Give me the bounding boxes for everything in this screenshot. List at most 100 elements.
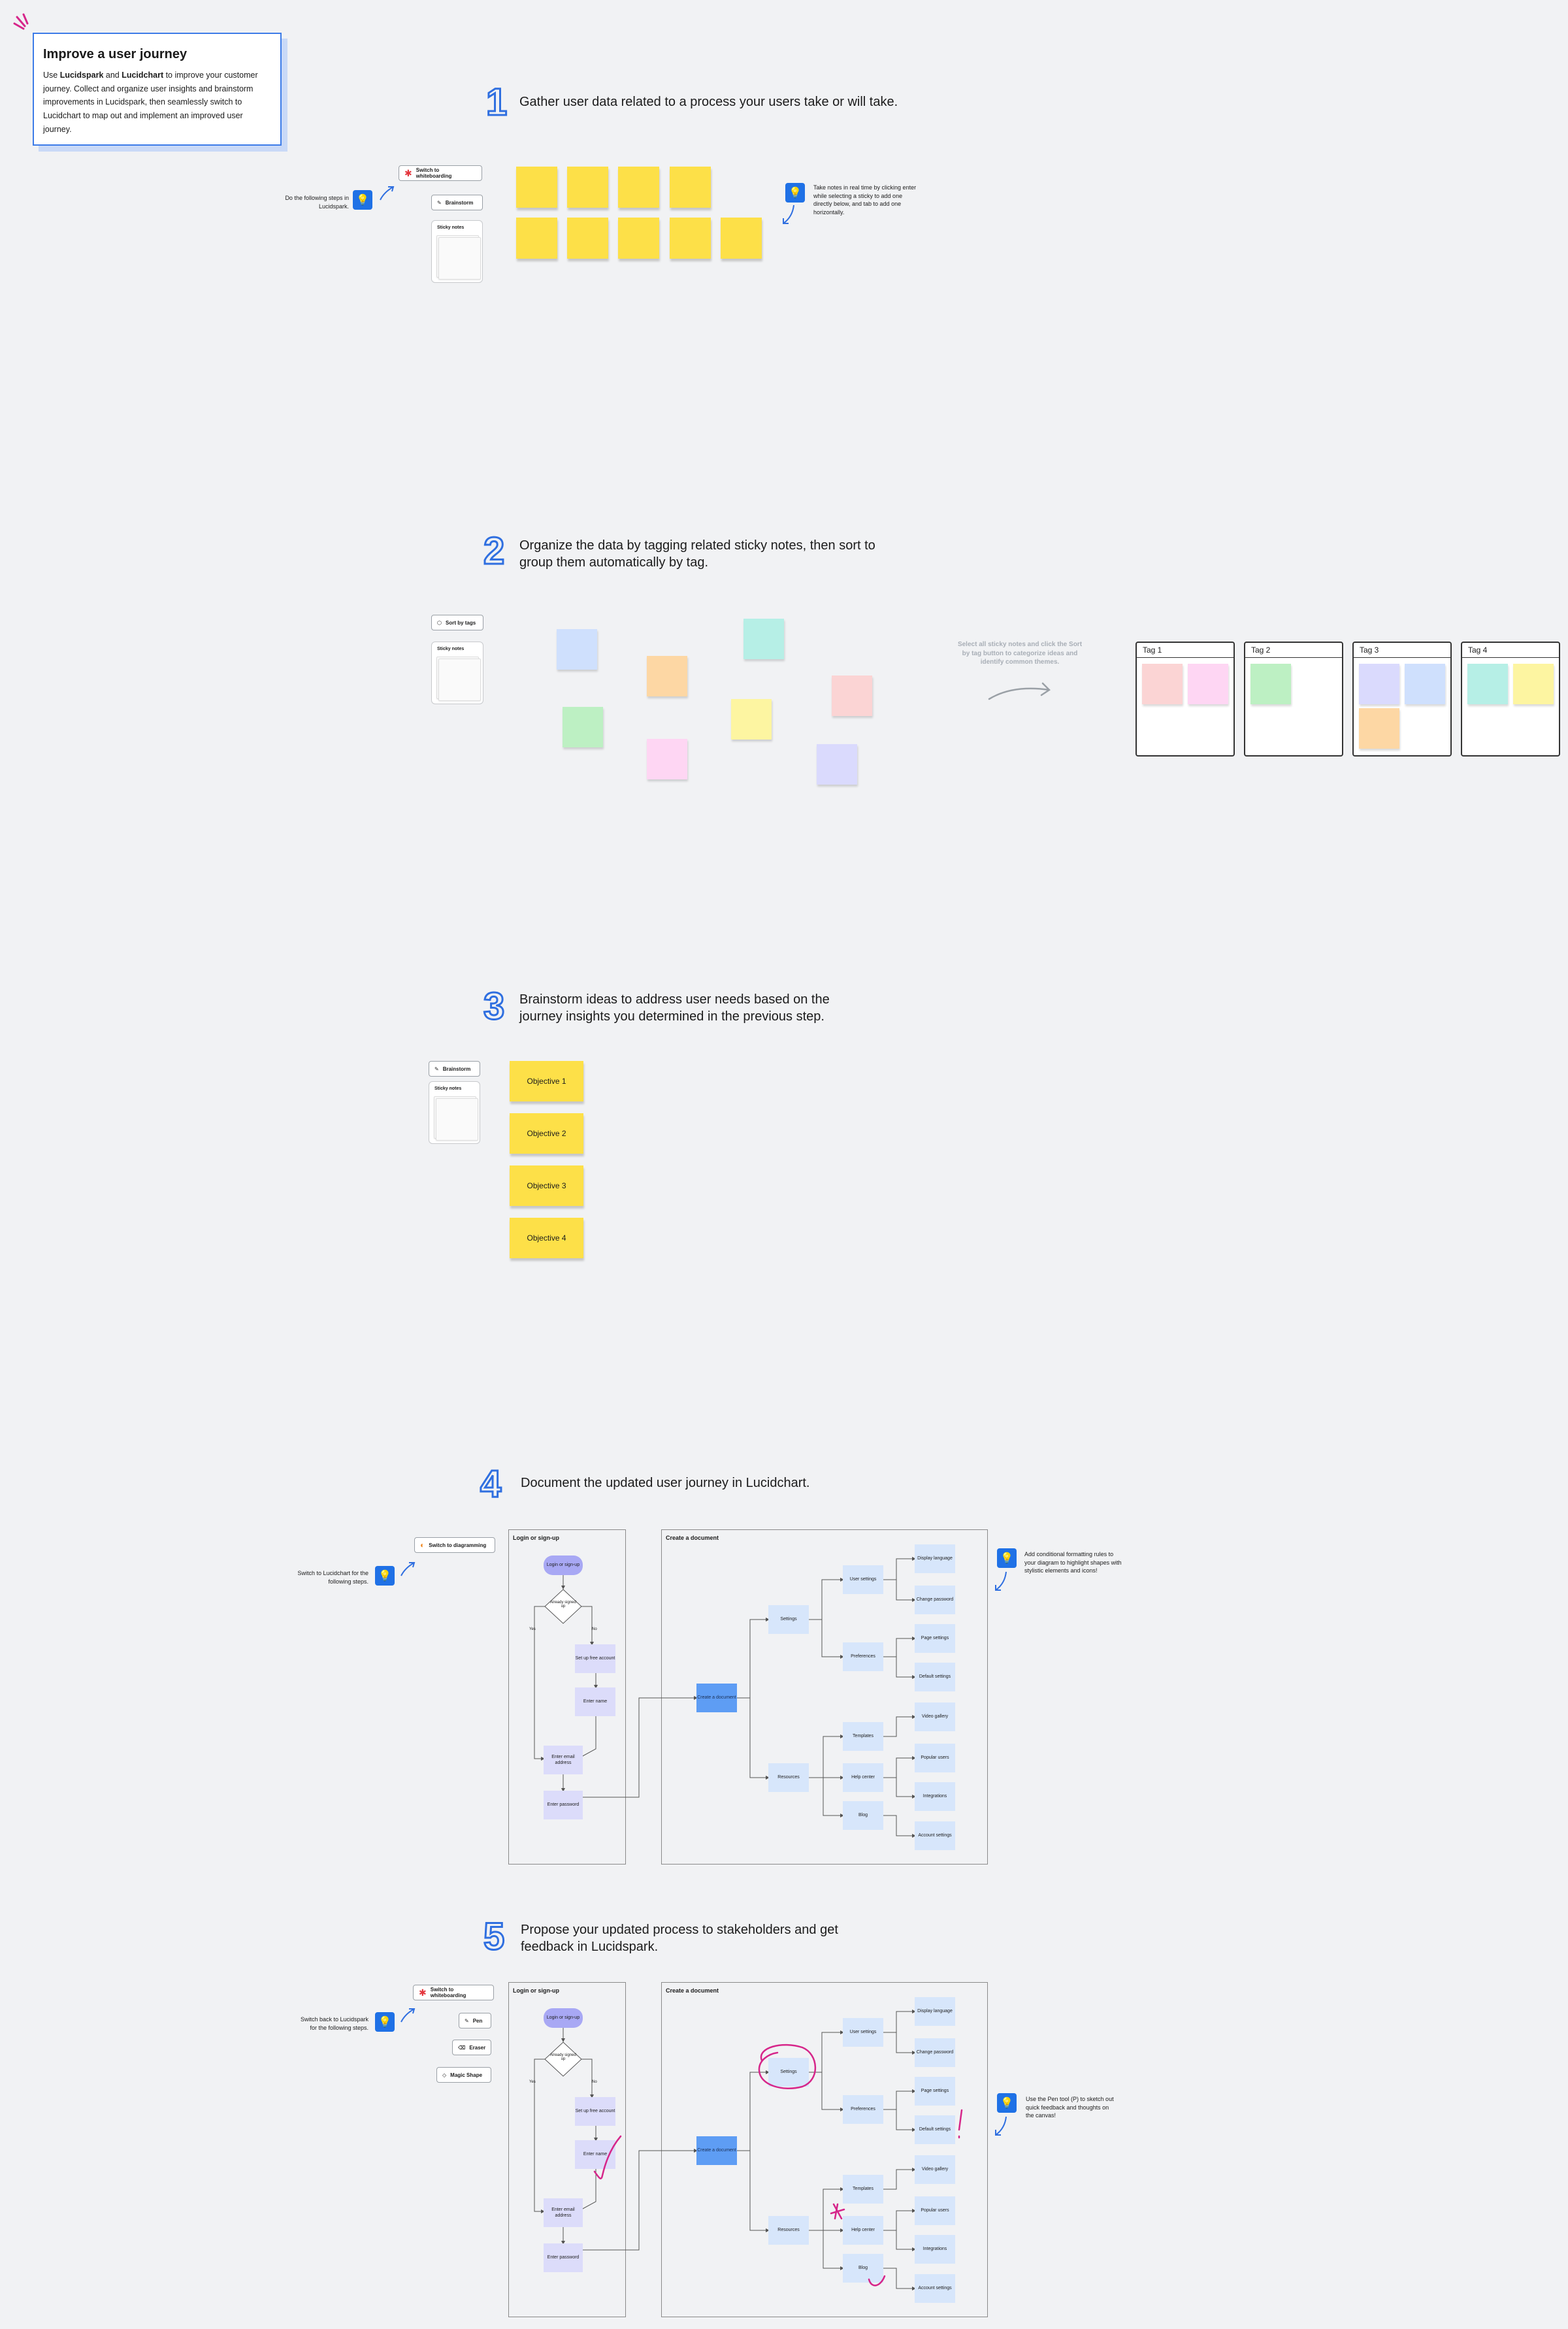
sticky-note[interactable] xyxy=(567,167,608,208)
account-settings-node[interactable]: Account settings xyxy=(915,1821,955,1850)
sticky-notes-panel[interactable]: Sticky notes xyxy=(431,220,483,283)
help-center-node[interactable]: Help center xyxy=(843,2216,883,2245)
sticky-note[interactable] xyxy=(618,218,659,259)
eraser-icon: ⌫ xyxy=(458,2044,466,2051)
step-number-4: 4 xyxy=(479,1463,502,1505)
already-signed-up-decision[interactable]: Already signed up xyxy=(550,2053,576,2061)
popular-users-node[interactable]: Popular users xyxy=(915,2196,955,2225)
step-4-text: Document the updated user journey in Luc… xyxy=(521,1476,810,1490)
flowchart-step-4: Login or sign-up Create a document xyxy=(508,1529,989,1865)
sticky-note[interactable] xyxy=(567,218,608,259)
flowchart-step-5: Login or sign-up Create a document xyxy=(508,1982,989,2317)
create-document-node[interactable]: Create a document xyxy=(696,1684,737,1712)
enter-name-node[interactable]: Enter name xyxy=(575,1687,615,1716)
step-2-text: Organize the data by tagging related sti… xyxy=(519,538,875,570)
brainstorm-button[interactable]: ✎Brainstorm xyxy=(429,1061,480,1077)
step5-tip-right: Use the Pen tool (P) to sketch out quick… xyxy=(1026,2096,1114,2119)
tag-group-1[interactable]: Tag 1 xyxy=(1135,642,1235,757)
help-center-node[interactable]: Help center xyxy=(843,1763,883,1792)
flow-connectors xyxy=(534,1557,916,1838)
already-signed-up-decision[interactable]: Already signed up xyxy=(550,1601,576,1608)
sort-by-tags-button[interactable]: ⬡Sort by tags xyxy=(431,615,483,630)
sticky-note[interactable] xyxy=(618,167,659,208)
sticky-note-red[interactable] xyxy=(832,676,872,716)
default-settings-node[interactable]: Default settings xyxy=(915,1663,955,1691)
sticky-notes-panel[interactable]: Sticky notes xyxy=(429,1081,480,1144)
sticky-note[interactable] xyxy=(721,218,762,259)
sticky-note-orange[interactable] xyxy=(647,656,687,696)
setup-account-node[interactable]: Set up free account xyxy=(575,2097,615,2126)
objective-sticky-1[interactable]: Objective 1 xyxy=(510,1061,583,1101)
video-gallery-node[interactable]: Video gallery xyxy=(915,2155,955,2184)
resources-node[interactable]: Resources xyxy=(768,2216,809,2245)
sticky-note[interactable] xyxy=(670,167,711,208)
tag-group-3[interactable]: Tag 3 xyxy=(1352,642,1452,757)
preferences-node[interactable]: Preferences xyxy=(843,2095,883,2124)
step-number-2: 2 xyxy=(482,530,505,572)
resources-node[interactable]: Resources xyxy=(768,1763,809,1792)
templates-node[interactable]: Templates xyxy=(843,1722,883,1751)
sticky-note-green[interactable] xyxy=(563,707,603,747)
arrow-icon xyxy=(400,2008,416,2023)
blog-node[interactable]: Blog xyxy=(843,2254,883,2283)
settings-node[interactable]: Settings xyxy=(768,2058,809,2087)
enter-password-node[interactable]: Enter password xyxy=(544,2243,583,2272)
lightbulb-icon: 💡 xyxy=(375,1566,395,1586)
blog-node[interactable]: Blog xyxy=(843,1801,883,1830)
settings-node[interactable]: Settings xyxy=(768,1605,809,1634)
yes-label: Yes xyxy=(529,2080,536,2084)
sticky-note[interactable] xyxy=(516,167,557,208)
brainstorm-button[interactable]: ✎Brainstorm xyxy=(431,195,483,210)
intro-body: Use Lucidspark and Lucidchart to improve… xyxy=(43,71,258,134)
enter-email-node[interactable]: Enter email address xyxy=(544,2198,583,2227)
login-start-node[interactable]: Login or sign-up xyxy=(544,1555,583,1575)
integrations-node[interactable]: Integrations xyxy=(915,2235,955,2264)
create-document-frame: Create a document xyxy=(661,1982,988,2317)
page-settings-node[interactable]: Page settings xyxy=(915,2077,955,2106)
intro-title: Improve a user journey xyxy=(43,47,188,61)
sticky-note-lavender[interactable] xyxy=(817,744,857,785)
lightbulb-icon: 💡 xyxy=(997,1548,1017,1568)
enter-password-node[interactable]: Enter password xyxy=(544,1791,583,1819)
sticky-note-yellow[interactable] xyxy=(731,699,772,740)
switch-to-whiteboarding-button[interactable]: ✱Switch to whiteboarding xyxy=(413,1985,494,2000)
change-password-node[interactable]: Change password xyxy=(915,1586,955,1614)
page-settings-node[interactable]: Page settings xyxy=(915,1624,955,1653)
user-settings-node[interactable]: User settings xyxy=(843,2018,883,2047)
video-gallery-node[interactable]: Video gallery xyxy=(915,1702,955,1731)
enter-email-node[interactable]: Enter email address xyxy=(544,1746,583,1774)
account-settings-node[interactable]: Account settings xyxy=(915,2274,955,2303)
create-document-node[interactable]: Create a document xyxy=(696,2136,737,2165)
change-password-node[interactable]: Change password xyxy=(915,2038,955,2067)
tag-group-2[interactable]: Tag 2 xyxy=(1244,642,1343,757)
objective-sticky-4[interactable]: Objective 4 xyxy=(510,1218,583,1258)
switch-to-whiteboarding-button[interactable]: ✱Switch to whiteboarding xyxy=(399,165,482,181)
eraser-tool-button[interactable]: ⌫Eraser xyxy=(452,2040,491,2055)
popular-users-node[interactable]: Popular users xyxy=(915,1744,955,1772)
sticky-note-pink[interactable] xyxy=(647,739,687,779)
tag-group-4[interactable]: Tag 4 xyxy=(1461,642,1560,757)
templates-node[interactable]: Templates xyxy=(843,2175,883,2204)
pencil-icon: ✎ xyxy=(434,1066,439,1072)
user-settings-node[interactable]: User settings xyxy=(843,1565,883,1594)
curved-arrow-icon xyxy=(988,682,1051,700)
default-settings-node[interactable]: Default settings xyxy=(915,2115,955,2144)
setup-account-node[interactable]: Set up free account xyxy=(575,1644,615,1673)
sticky-note-blue[interactable] xyxy=(557,629,597,670)
integrations-node[interactable]: Integrations xyxy=(915,1782,955,1811)
magic-shape-button[interactable]: ◇Magic Shape xyxy=(436,2067,491,2083)
sticky-notes-panel[interactable]: Sticky notes xyxy=(431,642,483,704)
display-language-node[interactable]: Display language xyxy=(915,1544,955,1573)
login-start-node[interactable]: Login or sign-up xyxy=(544,2008,583,2028)
switch-to-diagramming-button[interactable]: ◐Switch to diagramming xyxy=(414,1537,495,1553)
preferences-node[interactable]: Preferences xyxy=(843,1642,883,1671)
sticky-note[interactable] xyxy=(516,218,557,259)
diagram-icon: ◐ xyxy=(420,1540,425,1550)
sticky-note[interactable] xyxy=(670,218,711,259)
objective-sticky-3[interactable]: Objective 3 xyxy=(510,1165,583,1206)
pen-tool-button[interactable]: ✎Pen xyxy=(459,2013,491,2028)
sticky-note-teal[interactable] xyxy=(743,619,784,659)
step-3-text: Brainstorm ideas to address user needs b… xyxy=(519,992,830,1024)
objective-sticky-2[interactable]: Objective 2 xyxy=(510,1113,583,1154)
display-language-node[interactable]: Display language xyxy=(915,1997,955,2026)
